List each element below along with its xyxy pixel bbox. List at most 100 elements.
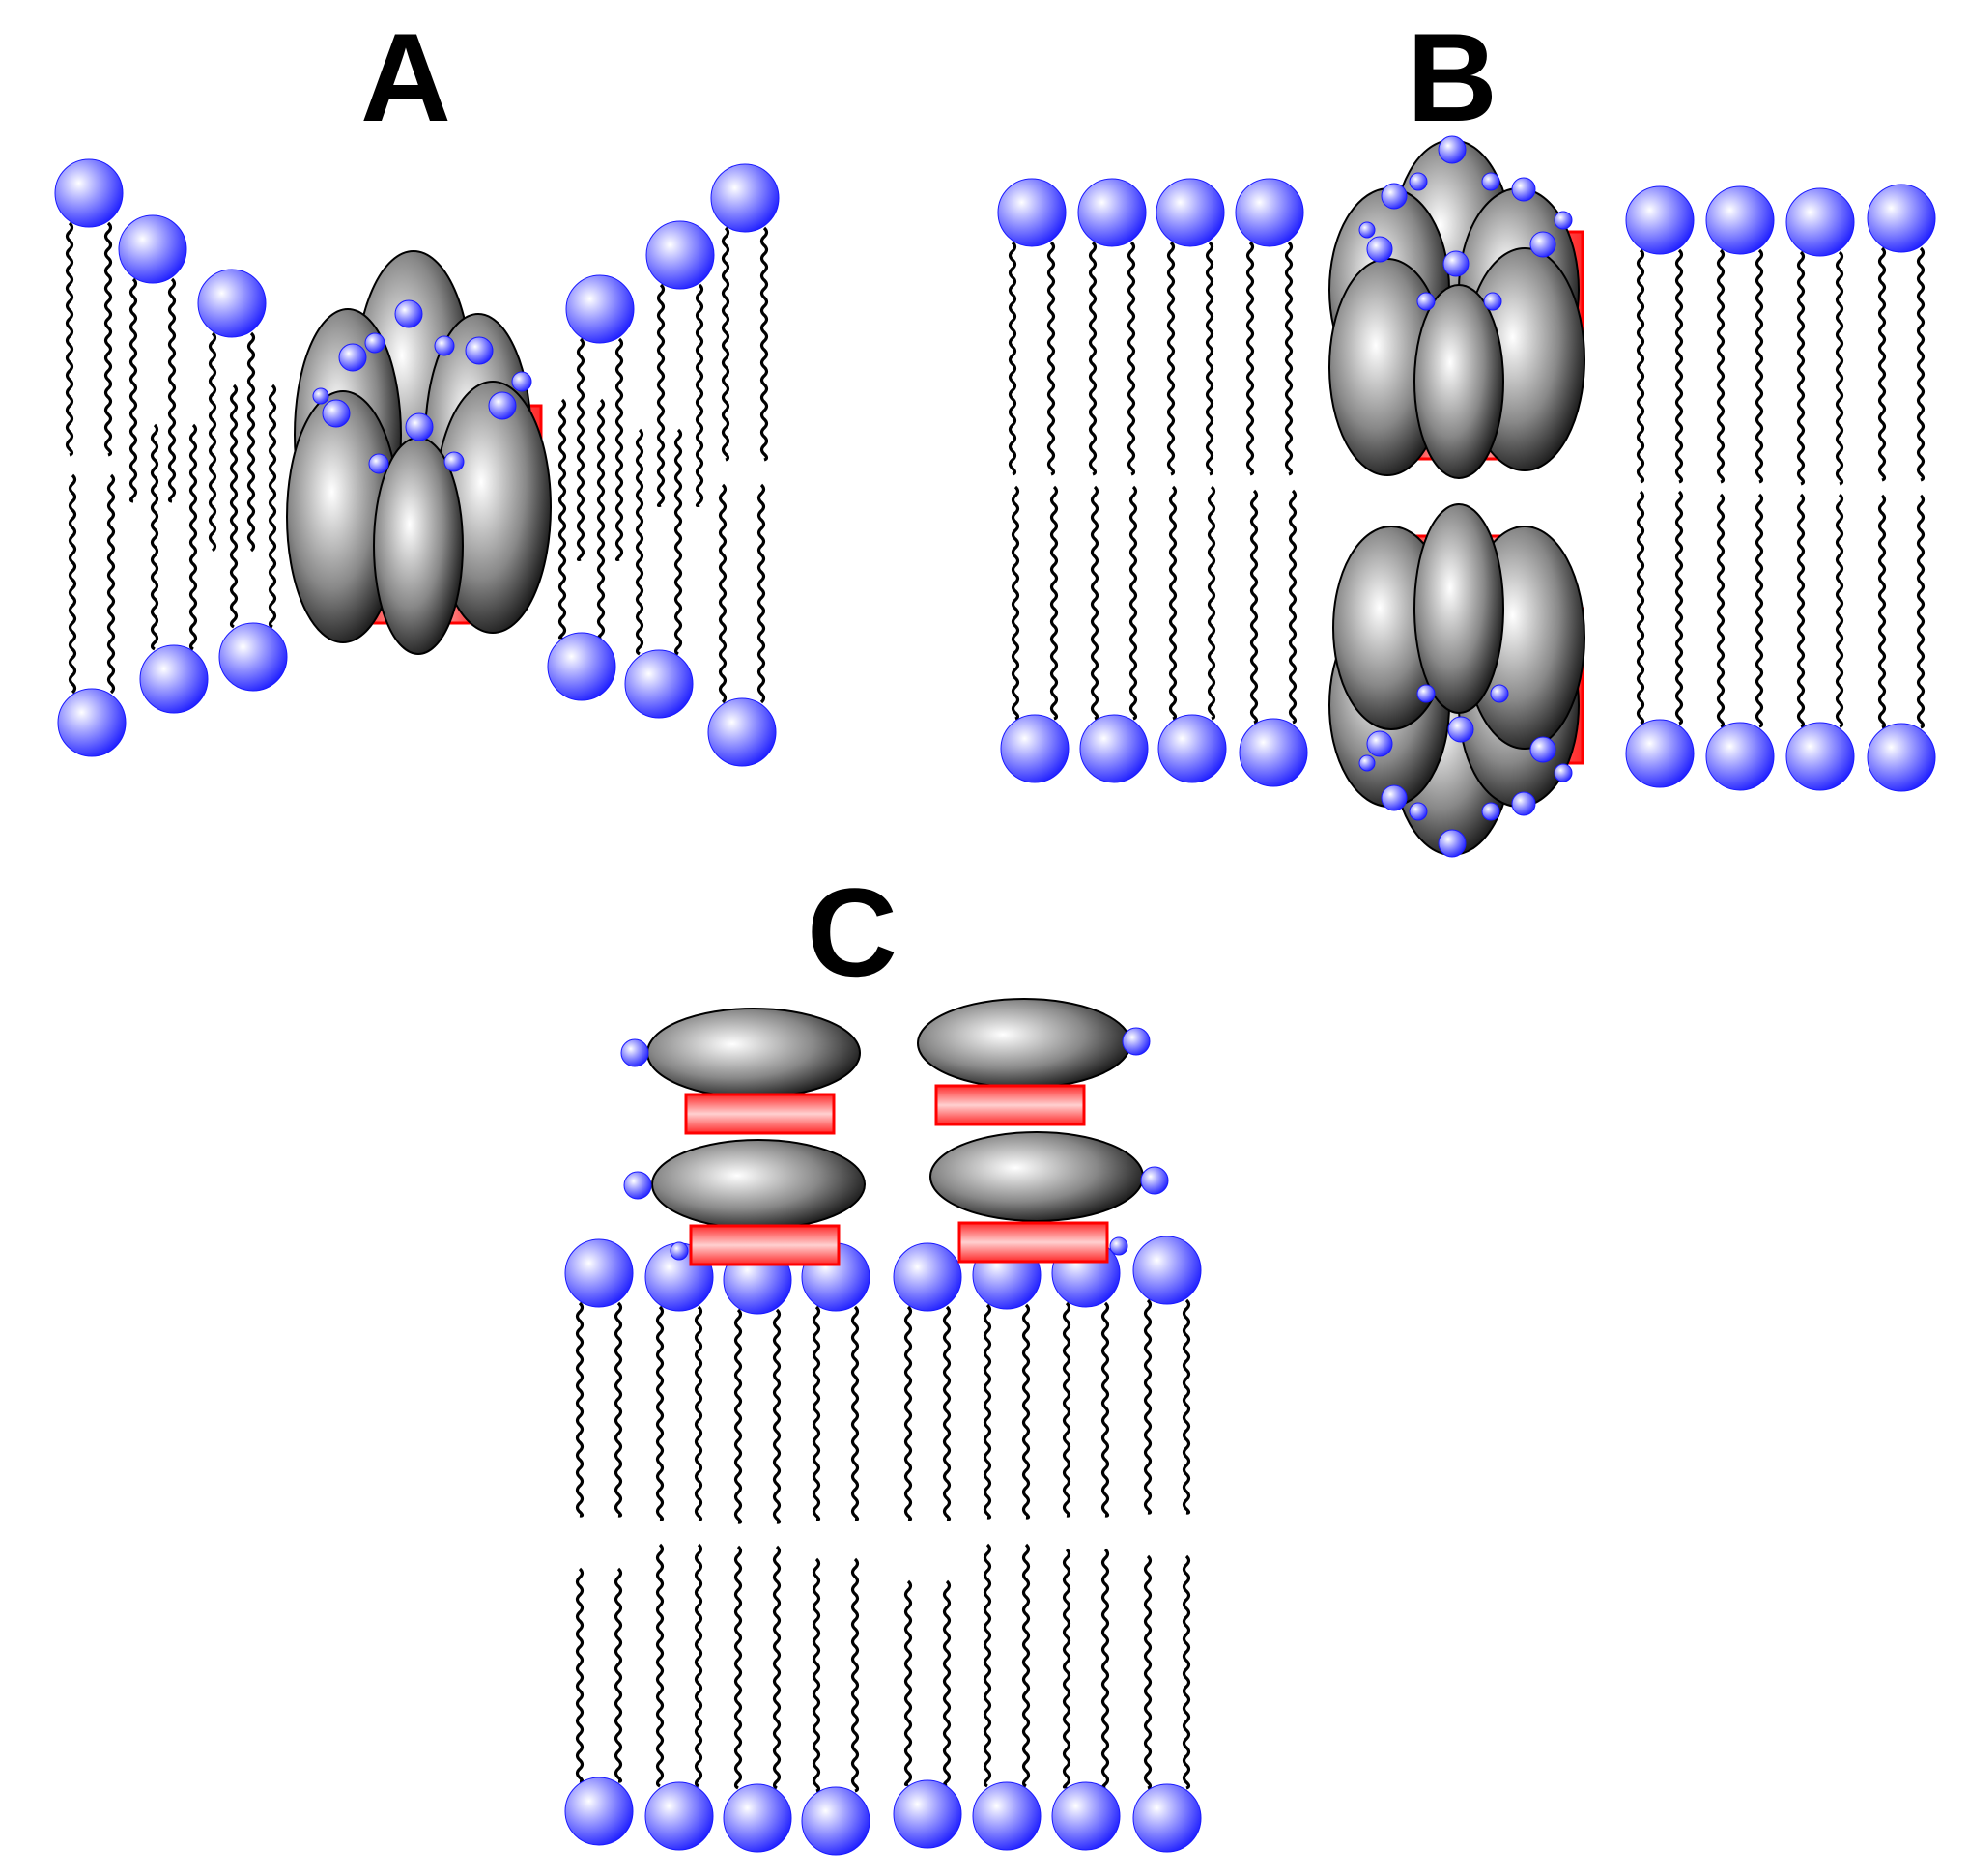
lipid-molecule [218,384,288,692]
lipid-molecule [118,214,187,503]
lipid-tail-wave [246,331,256,553]
lipid-head-sphere [1077,178,1147,247]
panel-c-carpet-model [564,998,1202,1856]
small-head-sphere [1447,716,1474,743]
peptide-helix-ellipse [646,1008,861,1098]
lipid-head-sphere [972,1781,1042,1851]
small-head-sphere [1358,754,1376,772]
lipid-tail-wave [655,1305,665,1521]
lipid-molecule [1077,178,1147,476]
lipid-molecule [1239,489,1308,787]
lipid-tail-wave [1716,493,1726,728]
lipid-molecule [197,269,267,553]
lipid-molecule [723,1245,792,1524]
lipid-tail-wave [575,1301,585,1518]
lipid-head-sphere [893,1779,962,1849]
lipid-tail-wave [1284,241,1294,476]
lipid-molecule [801,1242,870,1521]
lipid-tail-wave [635,428,644,656]
lipid-tail-wave [229,384,239,629]
lipid-head-sphere [1705,185,1775,255]
lipid-molecule [972,1240,1042,1520]
lipid-tail-wave [575,1567,585,1783]
lipid-head-sphere [118,214,187,284]
lipid-molecule [565,274,635,561]
lipid-tail-wave [655,1543,665,1788]
small-head-sphere [1381,183,1408,210]
lipid-head-sphere [218,622,288,692]
lipid-tail-wave [1674,490,1684,725]
lipid-tail-wave [596,398,606,640]
lipid-tail-wave [1127,241,1136,476]
lipid-tail-wave [1716,248,1726,484]
lipid-head-sphere [801,1786,870,1856]
lipid-tail-wave [718,483,728,704]
lipid-tail-wave [942,1579,952,1786]
lipid-tail-wave [188,423,198,651]
lipid-head-sphere [1000,714,1070,783]
lipid-molecule [710,163,780,462]
small-head-sphere [623,1171,652,1200]
lipid-head-sphere [565,274,635,344]
lipid-head-sphere [1079,714,1149,783]
panel-label-c: C [807,862,898,1003]
lipid-head-sphere [1867,184,1936,253]
lipid-head-sphere [644,1781,714,1851]
lipid-molecule [1625,185,1695,484]
lipid-molecule [1132,1554,1202,1853]
lipid-tail-wave [1796,493,1806,728]
small-head-sphere [1381,784,1408,811]
lipid-head-sphere [197,269,267,338]
lipid-tail-wave [1796,250,1806,486]
lipid-tail-wave [557,398,567,640]
lipid-tail-wave [1249,489,1259,725]
lipid-tail-wave [942,1305,952,1521]
lipid-tail-wave [673,428,683,656]
lipid-head-sphere [564,1238,634,1308]
lipid-tail-wave [983,1303,992,1520]
small-head-sphere [488,391,517,420]
lipid-molecule [547,398,616,701]
small-head-sphere [1481,172,1500,191]
lipid-tail-wave [1916,494,1926,729]
lipid-tail-wave [983,1543,992,1788]
lipid-molecule [645,220,715,507]
lipid-molecule [1705,493,1775,791]
lipid-molecule [644,1242,714,1521]
small-head-sphere [1529,736,1556,763]
lipid-molecule [644,1543,714,1851]
lipid-head-sphere [624,649,694,719]
lipid-tail-wave [695,283,704,507]
lipid-tail-wave [759,226,769,462]
lipid-molecule [1705,185,1775,484]
lipid-molecule [564,1567,634,1846]
lipid-molecule [801,1557,870,1856]
lipid-tail-wave [65,221,74,457]
lipid-tail-wave [128,277,138,503]
lipid-tail-wave [756,483,766,704]
small-head-sphere [620,1038,649,1067]
small-head-sphere [443,451,465,472]
lipid-head-sphere [1239,718,1308,787]
lipid-tail-wave [1021,1543,1031,1788]
lipid-molecule [57,473,127,757]
lipid-head-sphere [1235,178,1304,247]
lipid-head-sphere [710,163,780,233]
lipid-tail-wave [1143,1298,1153,1515]
lipid-head-sphere [1156,178,1225,247]
lipid-tail-wave [694,1305,703,1521]
lipid-tail-wave [1207,485,1216,721]
lipid-head-sphere [1625,719,1695,788]
small-head-sphere [1481,802,1500,821]
lipid-tail-wave [1288,489,1298,725]
small-head-sphere [405,412,434,441]
lipid-tail-wave [1143,1554,1153,1790]
peptide-helix-ellipse [651,1139,866,1230]
lipid-head-sphere [54,158,124,228]
small-head-sphere [1490,684,1509,703]
lipid-tail-wave [150,423,159,651]
small-head-sphere [1416,684,1436,703]
lipid-tail-wave [614,337,624,561]
lipid-tail-wave [103,221,113,457]
